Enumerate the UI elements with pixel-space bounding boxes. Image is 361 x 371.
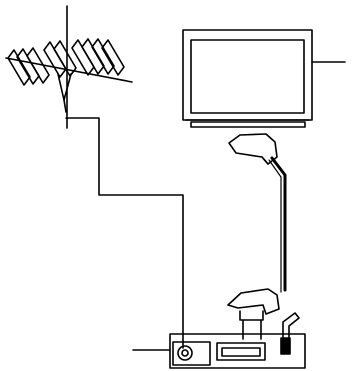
receiver-aux-plug xyxy=(282,312,300,343)
tv-screen xyxy=(190,39,305,114)
scart-cable-wire xyxy=(270,156,287,292)
scart-plug-top xyxy=(228,133,278,165)
receiver-antenna-jack-frame xyxy=(172,341,211,366)
scart-cable-icon xyxy=(227,133,287,340)
television-icon xyxy=(182,29,346,128)
set-top-box-icon xyxy=(132,312,306,369)
antenna-connector xyxy=(63,99,67,113)
receiver-antenna-jack xyxy=(177,345,193,361)
scart-plug-bottom xyxy=(227,288,280,315)
receiver-scart-socket xyxy=(216,342,266,361)
antenna-feed xyxy=(57,73,72,101)
tv-cabinet xyxy=(182,29,313,121)
antenna-coax-cable xyxy=(65,117,184,349)
scart-cable-wire-inner xyxy=(268,159,282,293)
receiver-case xyxy=(169,333,306,369)
antenna-boom xyxy=(5,57,133,83)
scart-plug-stem xyxy=(239,310,264,321)
antenna-icon xyxy=(5,5,133,129)
antenna-elements xyxy=(7,38,125,86)
tv-base xyxy=(190,121,306,128)
